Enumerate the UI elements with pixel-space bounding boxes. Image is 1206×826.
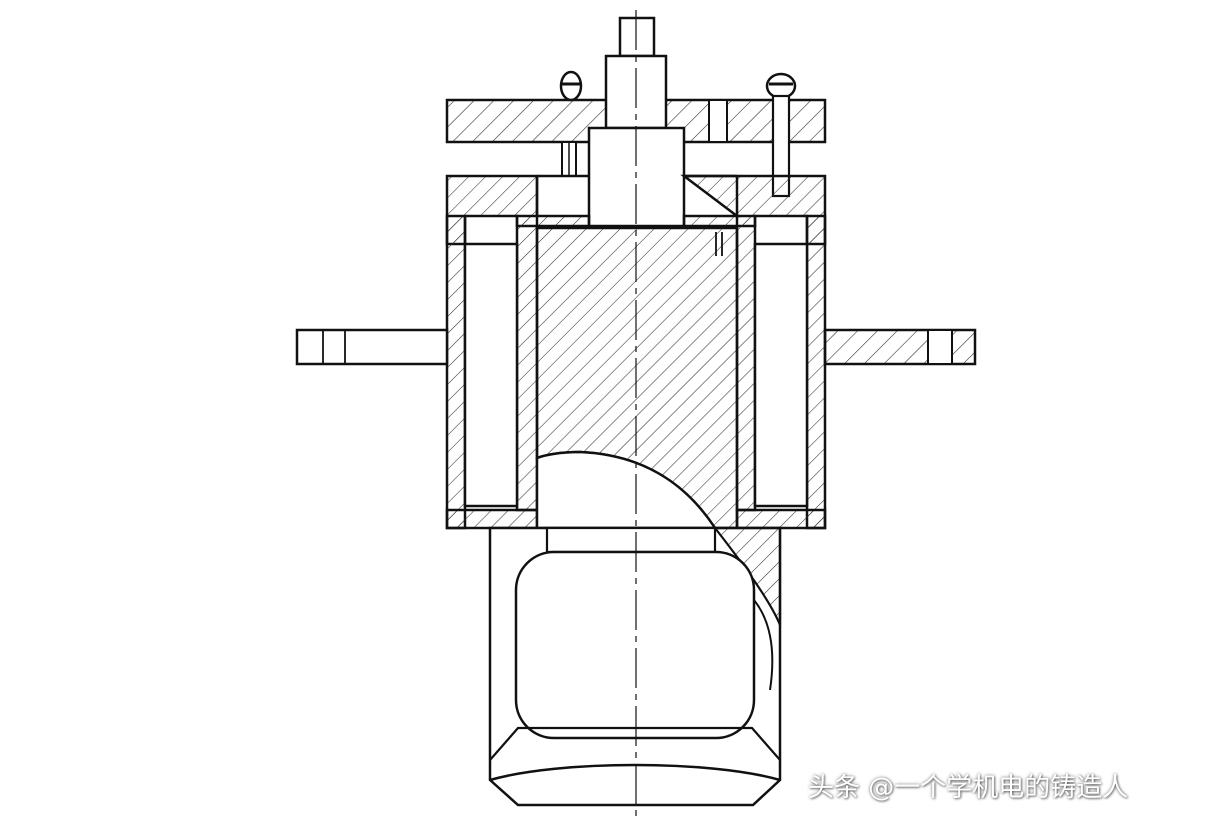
lower-body — [488, 526, 782, 807]
guide-pin-left — [561, 141, 577, 177]
side-flange-right — [823, 328, 977, 366]
watermark-text: 头条 @一个学机电的铸造人 — [808, 773, 1129, 803]
inner-sleeve — [463, 214, 809, 512]
knob-right-bolt — [765, 72, 797, 198]
core-section — [535, 226, 739, 530]
side-flange-left — [295, 328, 449, 366]
knob-left — [559, 70, 583, 102]
